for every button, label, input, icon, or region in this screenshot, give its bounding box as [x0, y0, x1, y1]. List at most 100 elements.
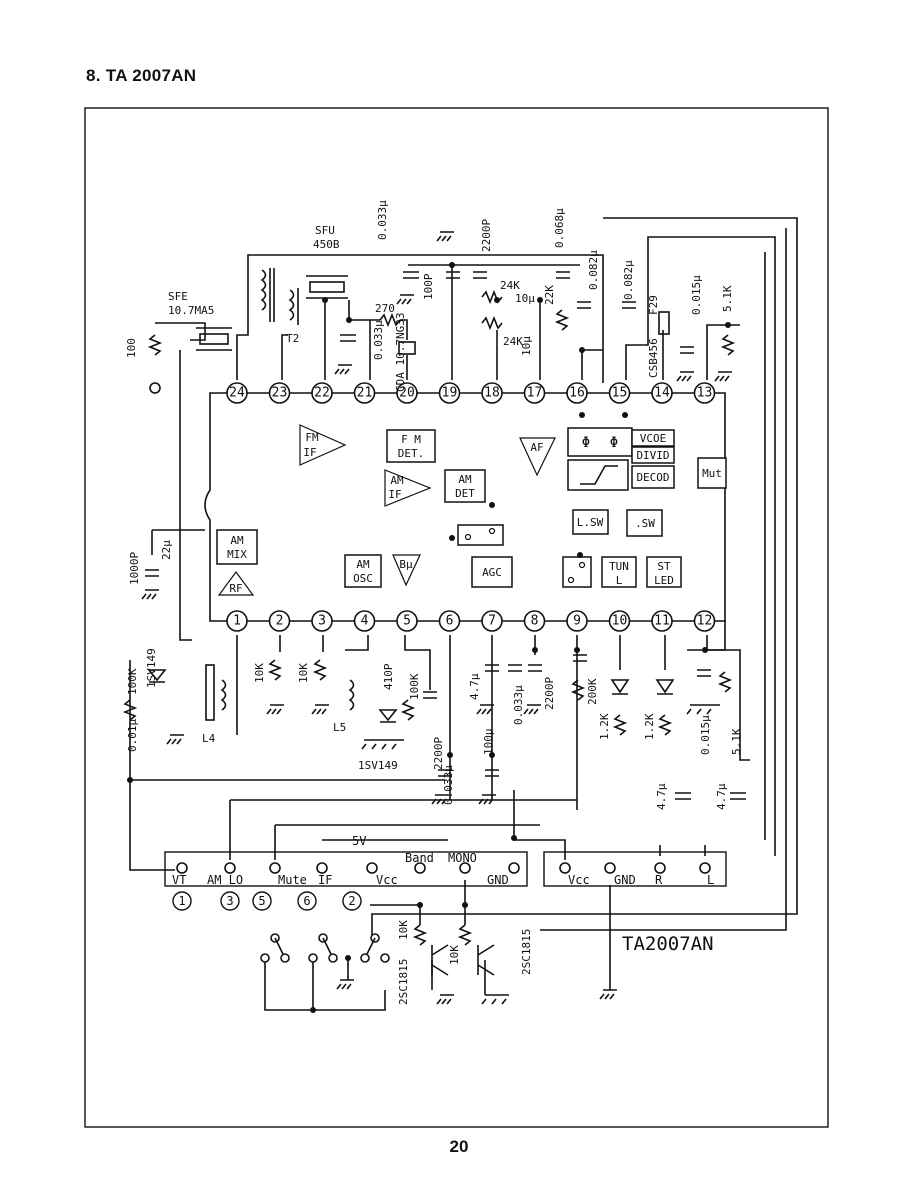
passive-components — [122, 271, 746, 946]
connector-right: Vcc GND R L — [543, 851, 727, 887]
f29-filter — [658, 311, 670, 335]
connector_left-labels-7-label: GND — [487, 873, 509, 887]
components-c47ur-label: 4.7μ — [715, 783, 728, 810]
components-r24ka-label: 24K — [500, 279, 520, 292]
components-r51kb-label: 5.1K — [730, 728, 743, 755]
svg-text:Φ: Φ — [582, 435, 590, 451]
components-r12kb-label: 1.2K — [643, 713, 656, 740]
ic-pin-14: 14 — [651, 382, 673, 404]
ic-blocks-fm_det-1-label: DET. — [398, 447, 425, 460]
switch-contacts — [260, 933, 495, 976]
ic-pin-22: 22 — [311, 382, 333, 404]
svg-text:Φ: Φ — [610, 435, 618, 451]
agc-block: AGC — [471, 556, 513, 588]
components-r10kc-label: 10K — [397, 920, 410, 940]
ic-bottom_pins-11-label: 12 — [697, 614, 713, 629]
ic-blocks-divid-label: DIVID — [636, 449, 669, 462]
components-c100u-label: 100μ — [482, 728, 495, 755]
component-labels: SFU 450B SFE 10.7MA5 T2 270 100 0.033μ 1… — [125, 200, 743, 1005]
components-r12ka-label: 1.2K — [598, 713, 611, 740]
model-label: TA2007AN — [622, 933, 714, 955]
components-r51ka-label: 5.1K — [721, 285, 734, 312]
lsw-block: L.SW — [572, 509, 609, 535]
ic-pin-5: 5 — [396, 610, 418, 632]
connector_right-labels-0-label: Vcc — [568, 873, 590, 887]
ground-symbols — [141, 231, 732, 1005]
components-r10kd-label: 10K — [448, 945, 461, 965]
components-t2-label: T2 — [286, 332, 299, 345]
components-c1000p-label: 1000P — [128, 552, 141, 585]
ic-top_pins-2-label: 22 — [314, 386, 330, 401]
ic-bottom_pins-9-label: 10 — [612, 614, 628, 629]
schmitt-block — [567, 459, 629, 491]
components-c0082b-label: 0.082μ — [622, 260, 635, 300]
t2-transformer — [288, 288, 299, 325]
connector_left-numbers-3-label: 6 — [303, 894, 310, 908]
components-q1-label: 2SC1815 — [397, 959, 410, 1005]
components-c0033c-label: 0.033μ — [512, 685, 525, 725]
components-c0068-label: 0.068μ — [553, 208, 566, 248]
components-c100p-label: 100P — [422, 273, 435, 300]
ic-pin-2: 2 — [268, 610, 291, 632]
l4-coil — [205, 664, 227, 721]
ic-blocks-fm_if-1-label: IF — [303, 446, 316, 459]
ic-blocks-vcoe-label: VCOE — [640, 432, 667, 445]
components-r200k-label: 200K — [586, 678, 599, 705]
connector_left-numbers-1-label: 3 — [226, 894, 233, 908]
components-l4-label: L4 — [202, 732, 216, 745]
components-r100ka-label: 100K — [126, 668, 139, 695]
ic-top_pins-10-label: 14 — [654, 386, 670, 401]
ic-pin-19: 19 — [438, 382, 461, 404]
af-block: AF — [519, 437, 556, 477]
ic-pin-13: 13 — [693, 382, 716, 404]
components-c0033d-label: 0.033μ — [442, 765, 455, 805]
sw-block: .SW — [626, 509, 663, 537]
ic-pin-12: 12 — [693, 610, 716, 632]
ic-pin-20: 20 — [396, 382, 418, 404]
connector_right-labels-2-label: R — [655, 873, 663, 887]
t1-transformer — [260, 268, 275, 322]
components-v5-label: 5V — [352, 834, 366, 848]
components-sfu-0-label: SFU — [315, 224, 335, 237]
ic-bottom_pins-10-label: 11 — [654, 614, 670, 629]
ic-pin-21: 21 — [353, 382, 376, 404]
components-c10ub-label: 10μ — [520, 336, 533, 356]
ic-bottom_pins-2-label: 3 — [318, 614, 326, 629]
ic-top_pins-6-label: 18 — [484, 386, 500, 401]
ic-pin-3: 3 — [311, 610, 333, 632]
ic-pin-17: 17 — [523, 382, 546, 404]
components-r24kb-label: 24K — [503, 335, 523, 348]
components-c47ul-label: 4.7μ — [655, 783, 668, 810]
ic-blocks-bp-label: Bμ — [399, 558, 413, 571]
ic-bottom_pins-6-label: 7 — [488, 614, 496, 629]
ic-top_pins-7-label: 17 — [527, 386, 543, 401]
components-c2200a-label: 2200P — [480, 219, 493, 252]
wiring — [129, 217, 798, 1011]
ic-pin-23: 23 — [268, 382, 291, 404]
ic-blocks-sw-label: .SW — [635, 517, 655, 530]
ic-blocks-tunl-1-label: L — [616, 574, 623, 587]
mut-block: Mut — [697, 457, 727, 489]
ic-blocks-am_osc-1-label: OSC — [353, 572, 373, 585]
ic-blocks-fm_if-0-label: FM — [305, 431, 319, 444]
components-r22ka-label: 22K — [543, 285, 556, 305]
ic-blocks-decod-label: DECOD — [636, 471, 669, 484]
ic-pin-4: 4 — [353, 610, 376, 632]
connector_right-labels-1-label: GND — [614, 873, 636, 887]
connector_left-numbers-2-label: 5 — [258, 894, 265, 908]
ic-pin-16: 16 — [566, 382, 588, 404]
connector_left-labels-4-label: Vcc — [376, 873, 398, 887]
page-heading: 8. TA 2007AN — [86, 66, 197, 85]
components-sfe-0-label: SFE — [168, 290, 188, 303]
connector-left-numbers: 1 3 5 6 2 — [172, 891, 362, 911]
ic-blocks-am_if-0-label: AM — [390, 474, 404, 487]
ic-blocks-fm_det-0-label: F M — [401, 433, 421, 446]
ic-pin-7: 7 — [481, 610, 503, 632]
ic-bottom_pins-5-label: 6 — [446, 614, 454, 629]
components-cda-label: CDA 10.7NG33 — [394, 313, 407, 392]
switch-block — [457, 524, 504, 546]
